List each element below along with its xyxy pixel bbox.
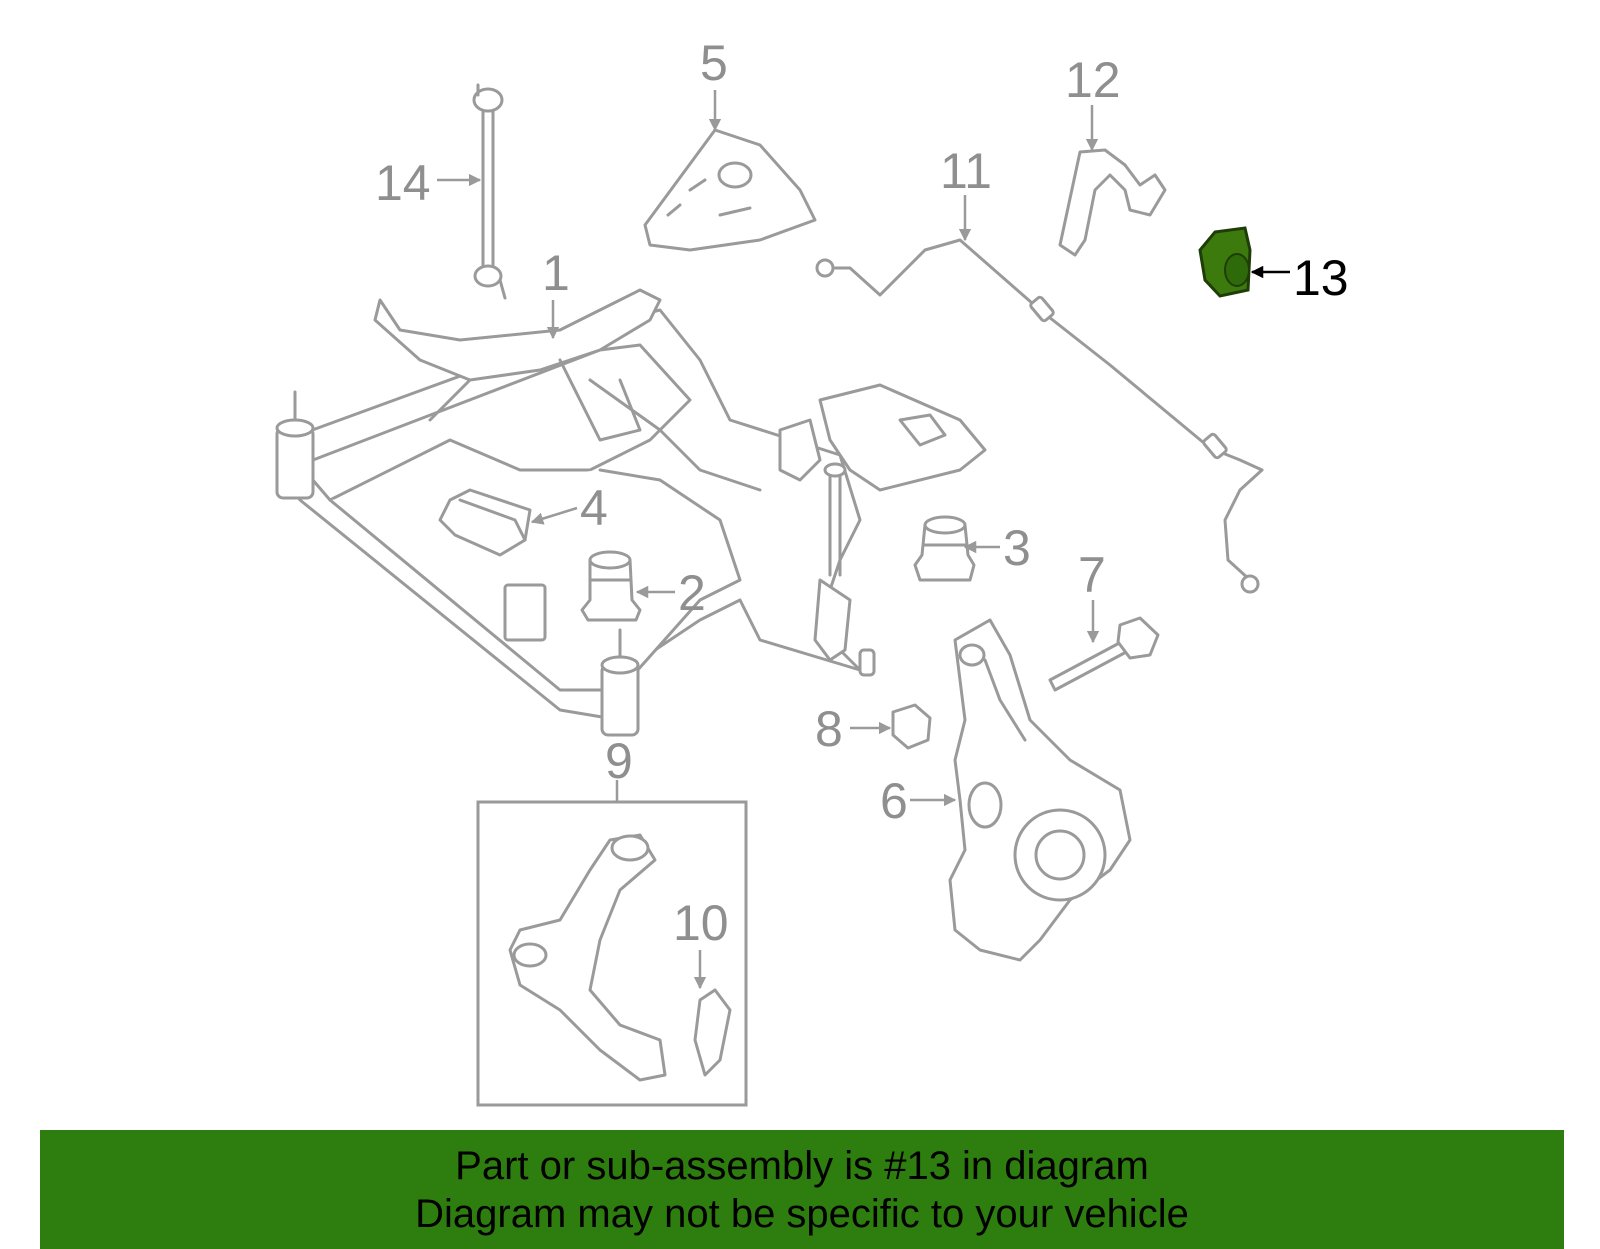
parts-diagram: 1 2 3 4 5 6 7 8 9 10 11 12 13 14 — [275, 35, 1349, 1107]
callout-11: 11 — [940, 143, 992, 199]
part-3-bushing — [913, 515, 976, 582]
callout-13: 13 — [1293, 250, 1349, 306]
part-1-crossmember — [275, 288, 987, 737]
part-7-bolt — [1048, 616, 1160, 692]
info-banner: Part or sub-assembly is #13 in diagram D… — [40, 1130, 1564, 1249]
part-4-bracket — [438, 488, 532, 557]
part-13-bushing-highlighted — [1198, 226, 1252, 298]
part-12-clamp — [1058, 148, 1167, 257]
callout-2: 2 — [678, 565, 706, 621]
callout-1: 1 — [542, 245, 570, 301]
part-5-shield — [643, 128, 817, 252]
callouts: 1 2 3 4 5 6 7 8 9 10 11 12 13 14 — [375, 35, 1349, 951]
callout-6: 6 — [880, 773, 908, 829]
part-8-nut — [891, 703, 932, 750]
leader-4 — [530, 506, 578, 525]
banner-line-2: Diagram may not be specific to your vehi… — [415, 1191, 1189, 1236]
callout-12: 12 — [1065, 52, 1121, 108]
leader-lines — [437, 90, 1290, 990]
banner-line-1: Part or sub-assembly is #13 in diagram — [455, 1143, 1149, 1188]
part-14-link — [472, 83, 507, 300]
part-2-bushing — [580, 550, 642, 622]
callout-7: 7 — [1078, 547, 1106, 603]
part-10-box — [476, 800, 748, 1107]
callout-10: 10 — [673, 895, 729, 951]
callout-9: 9 — [605, 733, 633, 789]
callout-5: 5 — [700, 35, 728, 91]
callout-8: 8 — [815, 701, 843, 757]
callout-14: 14 — [375, 155, 431, 211]
part-11-stabilizer-bar — [815, 238, 1264, 594]
part-6-knuckle — [948, 618, 1132, 962]
callout-4: 4 — [580, 480, 608, 536]
callout-3: 3 — [1003, 520, 1031, 576]
